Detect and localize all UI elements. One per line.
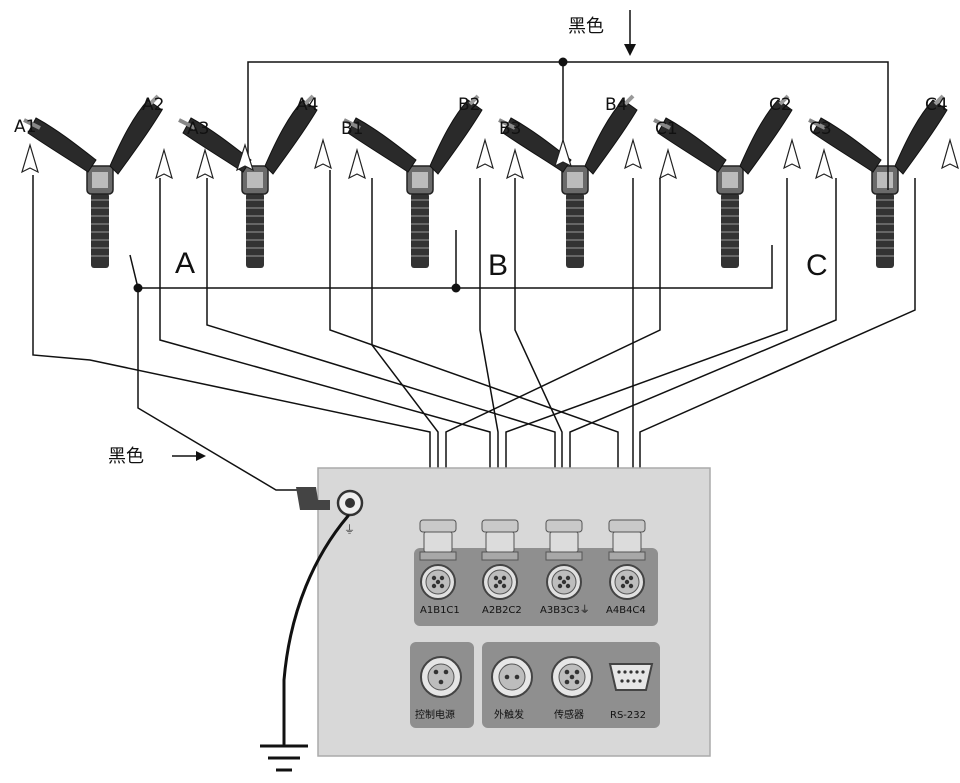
ground-clip-icon	[296, 487, 330, 510]
middle-black-bus	[129, 230, 773, 491]
clamp-label-b2: B2	[458, 95, 480, 115]
clamp-icons	[21, 137, 959, 180]
clamp-label-c2: C2	[769, 95, 792, 115]
connector-1[interactable]	[419, 519, 457, 600]
external-trigger-port[interactable]	[491, 656, 533, 698]
control-power-label: 控制电源	[415, 708, 455, 721]
sensor-label: 传感器	[554, 708, 584, 721]
clamp-labels: A1 A2 A3 A4 B1 B2 B3 B4 C1 C2 C3 C4	[14, 95, 948, 139]
clamp-label-a1: A1	[14, 117, 36, 137]
left-black-label-group: 黑色	[108, 446, 206, 467]
clamp-label-c1: C1	[655, 119, 678, 139]
top-black-label: 黑色	[568, 16, 604, 37]
connector-4-label: A4B4C4	[606, 605, 646, 616]
connector-1-label: A1B1C1	[420, 605, 460, 616]
connector-3[interactable]	[545, 519, 583, 600]
control-power-port[interactable]	[420, 656, 462, 698]
instrument-panel: ⏚ A1B1C1 A2B2C2 A3B3C3⏚ A4B4C4	[296, 467, 711, 757]
clamp-label-a2: A2	[142, 95, 164, 115]
clamp-label-b4: B4	[605, 95, 627, 115]
connector-4[interactable]	[608, 519, 646, 600]
clamp-label-a3: A3	[187, 119, 209, 139]
left-black-label: 黑色	[108, 446, 144, 467]
phase-label-c: C	[806, 249, 828, 282]
sensor-port[interactable]	[551, 656, 593, 698]
svg-text:⏚: ⏚	[344, 523, 355, 536]
clamp-label-b1: B1	[341, 119, 363, 139]
external-trigger-label: 外触发	[494, 708, 524, 721]
rs232-port[interactable]	[608, 663, 654, 691]
clamp-label-c3: C3	[809, 119, 832, 139]
clamp-label-b3: B3	[499, 119, 521, 139]
connector-3-label: A3B3C3⏚	[540, 604, 590, 616]
top-black-bus: 黑色	[247, 10, 889, 190]
clamp-label-a4: A4	[296, 95, 318, 115]
phase-label-a: A	[175, 247, 195, 280]
breaker-b	[342, 94, 484, 270]
connector-bank	[414, 548, 658, 626]
phase-label-b: B	[488, 249, 508, 282]
breaker-a	[22, 94, 164, 270]
connector-2-label: A2B2C2	[482, 605, 522, 616]
ground-cable	[260, 514, 350, 772]
connector-2[interactable]	[481, 519, 519, 600]
clamp-label-c4: C4	[925, 95, 948, 115]
rs232-label: RS-232	[610, 710, 646, 721]
